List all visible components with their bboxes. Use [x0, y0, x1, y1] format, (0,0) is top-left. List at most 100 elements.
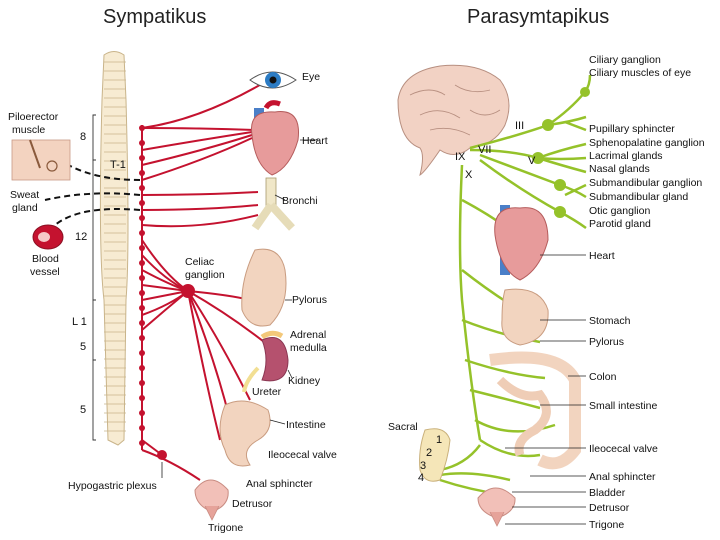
para-bladder-icon	[477, 487, 516, 527]
sympathetic-title: Sympatikus	[103, 6, 207, 28]
nerve-ix: IX	[455, 151, 466, 163]
pylorus-label: Pylorus	[292, 294, 327, 306]
para-label: Small intestine	[589, 400, 657, 412]
colon-icon	[489, 351, 581, 470]
ileocecal-label: Ileocecal valve	[268, 449, 337, 461]
para-label: Stomach	[589, 315, 631, 327]
intestine-label: Intestine	[286, 419, 326, 431]
hypogastric-ganglion	[157, 450, 167, 460]
celiac-label-2: ganglion	[185, 269, 225, 281]
chain-ganglion	[139, 380, 145, 386]
para-label: Ileocecal valve	[589, 443, 658, 455]
nerve-x: X	[465, 169, 473, 181]
para-heart-icon	[494, 205, 549, 281]
chain-ganglion	[139, 275, 145, 281]
sacral-2: 2	[426, 447, 432, 459]
chain-ganglion	[139, 155, 145, 161]
sweat-label-1: Sweat	[10, 189, 39, 201]
chain-ganglion	[139, 365, 145, 371]
spinal-cord	[99, 51, 129, 446]
level-5b: 5	[80, 404, 86, 416]
chain-ganglion	[139, 305, 145, 311]
chain-ganglion	[139, 185, 145, 191]
hypogastric-label: Hypogastric plexus	[68, 480, 157, 492]
adrenal-label-1: Adrenal	[290, 329, 326, 341]
bronchi-icon	[251, 177, 295, 231]
ureter-label: Ureter	[252, 386, 282, 398]
chain-ganglion	[139, 410, 145, 416]
para-label: Otic ganglion	[589, 205, 650, 217]
para-label: Detrusor	[589, 502, 630, 514]
para-ganglia	[532, 87, 590, 218]
anal-label: Anal sphincter	[246, 478, 313, 490]
level-5a: 5	[80, 341, 86, 353]
stomach-icon	[501, 288, 549, 346]
kidney-label: Kidney	[288, 375, 321, 387]
para-label: Sphenopalatine ganglion	[589, 137, 705, 149]
chain-ganglion	[139, 350, 145, 356]
chain-ganglion	[139, 245, 145, 251]
para-label: Pylorus	[589, 336, 624, 348]
piloerector-label-1: Piloerector	[8, 111, 59, 123]
eye-label: Eye	[302, 71, 320, 83]
para-label: Colon	[589, 371, 617, 383]
nerve-v: V	[528, 155, 536, 167]
blood-vessel-icon	[32, 224, 64, 250]
para-label: Nasal glands	[589, 163, 650, 175]
nerve-vii: VII	[478, 144, 491, 156]
para-label: Ciliary muscles of eye	[589, 67, 691, 79]
chain-ganglion	[139, 335, 145, 341]
chain-ganglion	[139, 260, 145, 266]
para-label: Trigone	[589, 519, 624, 531]
chain-ganglion	[139, 140, 145, 146]
chain-ganglion	[139, 425, 145, 431]
level-t1: T-1	[110, 159, 126, 171]
vessel-label-2: vessel	[30, 266, 60, 278]
para-label: Heart	[589, 250, 615, 262]
para-label: Anal sphincter	[589, 471, 656, 483]
chain-ganglion	[139, 290, 145, 296]
para-label: Bladder	[589, 487, 626, 499]
chain-ganglion	[139, 230, 145, 236]
piloerector-label-2: muscle	[12, 124, 45, 136]
trigone-label: Trigone	[208, 522, 243, 534]
pylorus-icon	[241, 248, 287, 327]
sacral-1: 1	[436, 434, 442, 446]
para-label: Ciliary ganglion	[589, 54, 661, 66]
para-label: Submandibular ganglion	[589, 177, 702, 189]
intestine-icon	[219, 400, 271, 467]
chain-ganglion	[139, 395, 145, 401]
para-label: Pupillary sphincter	[589, 123, 675, 135]
vessel-label-1: Blood	[32, 253, 59, 265]
chain-ganglion	[139, 170, 145, 176]
level-l1: L 1	[72, 316, 87, 328]
chain-ganglion	[139, 200, 145, 206]
kidney-icon	[242, 330, 289, 393]
segment-brackets	[92, 114, 96, 441]
level-12: 12	[75, 231, 87, 243]
parasympathetic-title: Parasymtapikus	[467, 6, 610, 28]
nerve-iii: III	[515, 120, 524, 132]
celiac-ganglion	[181, 284, 195, 298]
heart-label: Heart	[302, 135, 328, 147]
level-8: 8	[80, 131, 86, 143]
skin-rami	[44, 159, 141, 226]
eye-icon	[249, 71, 297, 89]
chain-ganglion	[139, 215, 145, 221]
sweat-label-2: gland	[12, 202, 38, 214]
bladder-icon	[194, 479, 229, 521]
adrenal-label-2: medulla	[290, 342, 327, 354]
sacral-4: 4	[418, 472, 424, 484]
detrusor-label: Detrusor	[232, 498, 273, 510]
skin-patch	[11, 139, 71, 181]
sacral-label: Sacral	[388, 421, 418, 433]
heart-icon	[250, 100, 300, 176]
bronchi-label: Bronchi	[282, 195, 318, 207]
celiac-label-1: Celiac	[185, 256, 214, 268]
chain-ganglion	[139, 320, 145, 326]
para-label: Lacrimal glands	[589, 150, 663, 162]
para-label: Parotid gland	[589, 218, 651, 230]
para-label: Submandibular gland	[589, 191, 688, 203]
sacral-3: 3	[420, 460, 426, 472]
